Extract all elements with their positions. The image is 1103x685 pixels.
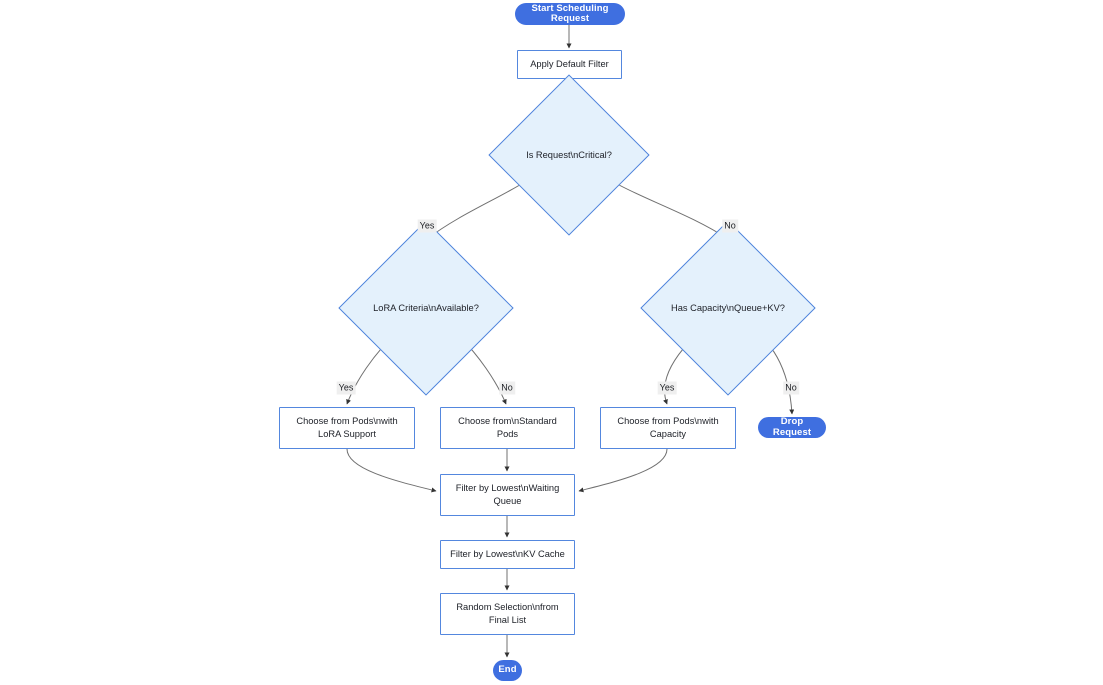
node-random-selection-from-final-list[interactable]: Random Selection\nfrom Final List xyxy=(440,593,575,635)
node-choose-standard-pods-label: Choose from\nStandard Pods xyxy=(458,415,557,439)
node-is-request-critical-label: Is Request\nCritical? xyxy=(526,149,612,160)
node-end[interactable]: End xyxy=(493,660,522,681)
edge-label-is-critical-no: No xyxy=(722,219,738,233)
node-random-selection-from-final-list-label: Random Selection\nfrom Final List xyxy=(456,601,559,625)
node-apply-default-filter-label: Apply Default Filter xyxy=(530,58,609,69)
edge-is-critical-to-has-capacity xyxy=(609,179,729,240)
edge-label-text: Yes xyxy=(338,382,354,393)
edge-label-has-capacity-no: No xyxy=(783,381,799,395)
node-drop-request[interactable]: Drop Request xyxy=(758,416,826,438)
edge-label-is-critical-yes: Yes xyxy=(417,219,437,233)
edge-label-text: No xyxy=(785,382,797,393)
edge-label-text: Yes xyxy=(659,382,675,393)
node-choose-pods-with-capacity[interactable]: Choose from Pods\nwith Capacity xyxy=(600,407,736,449)
node-end-label: End xyxy=(498,664,517,676)
edge-pods-lora-to-filter-queue xyxy=(346,448,437,493)
node-lora-criteria-available[interactable]: LoRA Criteria\nAvailable? xyxy=(338,220,514,396)
node-filter-by-lowest-kv-cache[interactable]: Filter by Lowest\nKV Cache xyxy=(440,540,575,569)
node-has-capacity-queue-kv-label: Has Capacity\nQueue+KV? xyxy=(671,302,785,313)
edge-label-lora-criteria-yes: Yes xyxy=(336,381,356,395)
node-has-capacity-queue-kv[interactable]: Has Capacity\nQueue+KV? xyxy=(640,220,816,396)
edge-pods-capacity-to-filter-queue xyxy=(578,448,668,493)
edge-label-has-capacity-yes: Yes xyxy=(657,381,677,395)
node-start-label: Start Scheduling Request xyxy=(531,2,609,24)
edge-label-text: No xyxy=(501,382,513,393)
node-apply-default-filter[interactable]: Apply Default Filter xyxy=(517,50,622,79)
node-choose-pods-with-lora-support-label: Choose from Pods\nwith LoRA Support xyxy=(296,415,398,439)
node-drop-request-label: Drop Request xyxy=(772,416,812,438)
node-is-request-critical[interactable]: Is Request\nCritical? xyxy=(488,74,650,236)
node-filter-by-lowest-waiting-queue[interactable]: Filter by Lowest\nWaiting Queue xyxy=(440,474,575,516)
node-filter-by-lowest-waiting-queue-label: Filter by Lowest\nWaiting Queue xyxy=(455,482,560,506)
node-start[interactable]: Start Scheduling Request xyxy=(515,3,625,25)
node-filter-by-lowest-kv-cache-label: Filter by Lowest\nKV Cache xyxy=(450,548,565,559)
node-choose-standard-pods[interactable]: Choose from\nStandard Pods xyxy=(440,407,575,449)
node-choose-pods-with-lora-support[interactable]: Choose from Pods\nwith LoRA Support xyxy=(279,407,415,449)
node-lora-criteria-available-label: LoRA Criteria\nAvailable? xyxy=(373,302,479,313)
edge-label-text: No xyxy=(724,220,736,231)
node-choose-pods-with-capacity-label: Choose from Pods\nwith Capacity xyxy=(617,415,719,439)
edge-label-lora-criteria-no: No xyxy=(499,381,515,395)
edge-label-text: Yes xyxy=(419,220,435,231)
